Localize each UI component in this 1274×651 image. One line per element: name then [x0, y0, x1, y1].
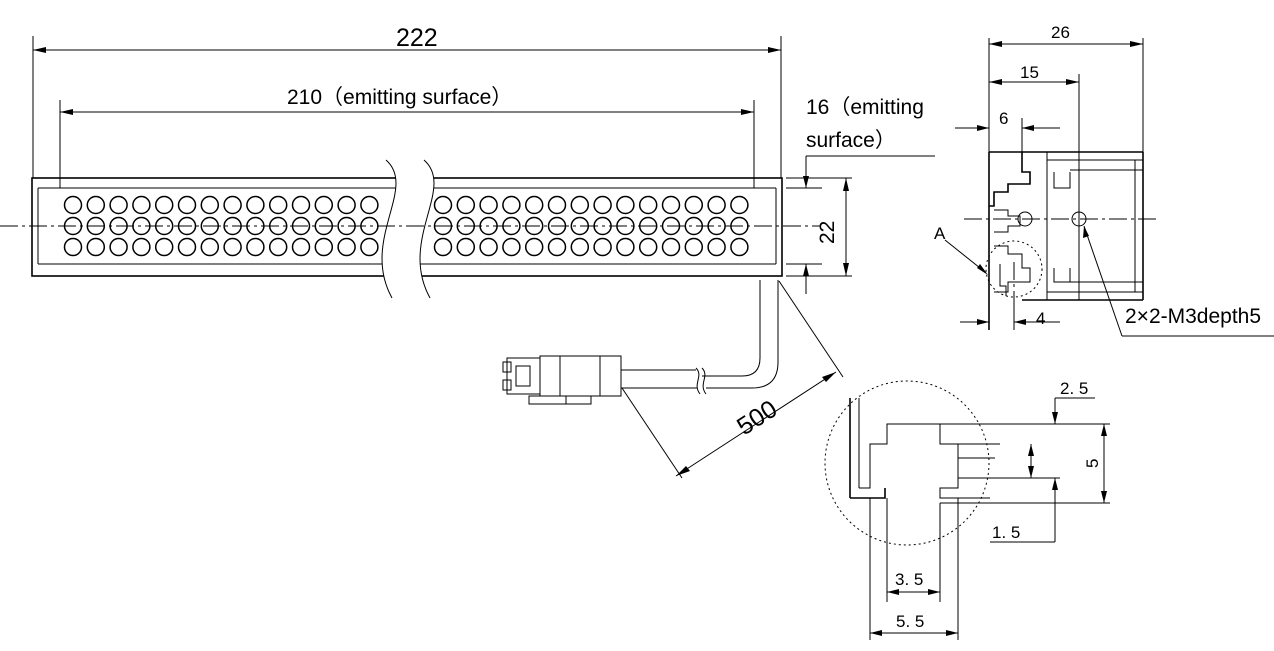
- led-emitter: [502, 237, 521, 257]
- led-emitter: [132, 237, 151, 257]
- led-emitter: [638, 195, 658, 215]
- led-emitter: [684, 195, 704, 215]
- led-emitter: [433, 195, 453, 215]
- led-emitter: [109, 237, 128, 257]
- led-emitter: [360, 237, 379, 257]
- dim-side-width: 26: [1051, 23, 1070, 42]
- led-emitter: [246, 237, 265, 257]
- led-emitter: [268, 237, 288, 257]
- led-emitter: [177, 237, 197, 257]
- dim-slot-1-5: 1. 5: [992, 523, 1020, 542]
- dim-height: 22: [816, 221, 839, 244]
- led-emitter: [246, 195, 265, 215]
- led-emitter: [570, 195, 590, 215]
- led-emitter: [616, 237, 635, 257]
- dim-side-6: 6: [999, 109, 1008, 128]
- cable-assembly: 500: [502, 280, 844, 479]
- mount-holes-label: 2×2-M3depth5: [1125, 305, 1261, 328]
- led-emitter: [337, 237, 356, 257]
- led-emitter: [268, 195, 288, 215]
- led-emitter: [337, 195, 356, 215]
- led-emitter: [314, 237, 334, 257]
- led-emitter: [132, 195, 151, 215]
- led-emitter: [200, 195, 220, 215]
- led-emitter: [291, 195, 311, 215]
- led-emitter: [684, 237, 704, 257]
- dim-slot-5: 5: [1083, 459, 1102, 468]
- led-emitter: [154, 237, 174, 257]
- led-emitter: [730, 237, 749, 257]
- led-emitter: [593, 195, 612, 215]
- dim-emitting-width-1: 16（emitting: [806, 96, 924, 119]
- led-emitter: [707, 237, 726, 257]
- led-emitter: [638, 237, 658, 257]
- led-emitter: [661, 195, 681, 215]
- led-emitter: [314, 195, 334, 215]
- led-emitter: [524, 195, 544, 215]
- led-emitter: [593, 237, 612, 257]
- led-emitter: [547, 195, 567, 215]
- led-emitter: [456, 195, 476, 215]
- detail-label: A: [934, 224, 946, 243]
- detail-a-marker: [985, 240, 1043, 298]
- led-emitter: [479, 237, 498, 257]
- led-emitter: [200, 237, 220, 257]
- led-emitter: [547, 237, 567, 257]
- led-emitter: [223, 237, 242, 257]
- front-view: 222 210（emitting surface）: [0, 24, 935, 299]
- led-emitter: [661, 237, 681, 257]
- dim-line-500: [675, 371, 837, 477]
- side-view: 26 15 6: [934, 23, 1274, 337]
- dim-slot-3-5: 3. 5: [895, 570, 923, 589]
- dim-slot-5-5: 5. 5: [896, 612, 924, 631]
- dim-side-15: 15: [1020, 63, 1039, 82]
- dim-emitting-width-2: surface）: [806, 129, 896, 152]
- led-emitter: [502, 195, 521, 215]
- break-symbol: [381, 159, 435, 299]
- led-emitter: [223, 195, 242, 215]
- led-emitter: [730, 195, 749, 215]
- led-emitter: [291, 237, 311, 257]
- led-emitter: [63, 195, 83, 215]
- led-emitter: [154, 195, 174, 215]
- detail-a-view: 2. 5 5 1. 5 3. 5 5. 5: [824, 379, 1110, 640]
- led-emitter: [456, 237, 476, 257]
- led-emitter: [707, 195, 726, 215]
- dim-emitting-length: 210（emitting surface）: [287, 86, 512, 109]
- dim-slot-2-5: 2. 5: [1060, 379, 1088, 398]
- led-emitter: [524, 237, 544, 257]
- dim-side-4: 4: [1036, 309, 1045, 328]
- led-emitter: [63, 237, 83, 257]
- detail-a-boundary: [824, 380, 990, 546]
- led-emitter: [479, 195, 498, 215]
- led-emitter: [570, 237, 590, 257]
- connector: [502, 355, 622, 405]
- dim-overall-length: 222: [396, 24, 438, 52]
- led-emitter: [177, 195, 197, 215]
- led-emitter: [86, 237, 106, 257]
- side-profile: [988, 151, 1144, 330]
- led-emitter: [109, 195, 128, 215]
- led-emitter: [360, 195, 379, 215]
- led-emitter: [433, 237, 453, 257]
- led-emitter: [616, 195, 635, 215]
- led-emitter: [86, 195, 106, 215]
